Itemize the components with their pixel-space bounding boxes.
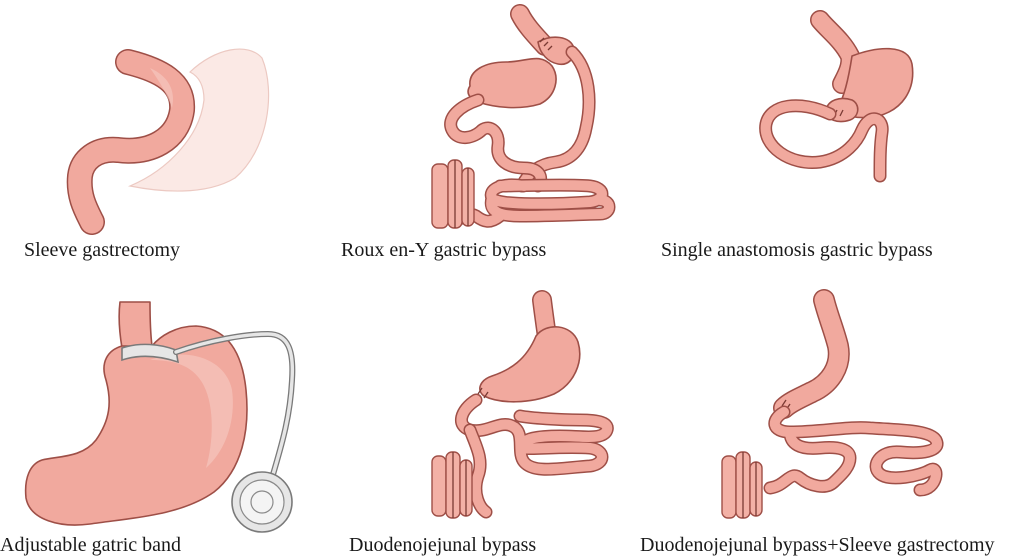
colon	[432, 160, 474, 228]
gastric-band-illustration	[26, 302, 293, 532]
label-duodenojejunal-bypass: Duodenojejunal bypass	[349, 535, 536, 555]
colon	[432, 452, 472, 518]
label-adjustable-gastric-band: Adjustable gatric band	[0, 535, 181, 555]
stomach	[480, 327, 580, 402]
colon	[722, 452, 762, 518]
rygb-illustration	[432, 14, 609, 228]
label-roux-en-y-gastric-bypass: Roux en-Y gastric bypass	[341, 240, 546, 260]
label-duodenojejunal-bypass-sleeve-gastrectomy: Duodenojejunal bypass+Sleeve gastrectomy	[640, 535, 995, 555]
label-single-anastomosis-gastric-bypass: Single anastomosis gastric bypass	[661, 240, 933, 260]
label-sleeve-gastrectomy: Sleeve gastrectomy	[24, 240, 180, 260]
access-port	[232, 472, 292, 532]
djb-illustration	[432, 300, 607, 518]
djb-sleeve-illustration	[722, 300, 937, 518]
sagb-illustration	[766, 20, 913, 176]
sleeve-gastrectomy-illustration	[80, 49, 269, 222]
